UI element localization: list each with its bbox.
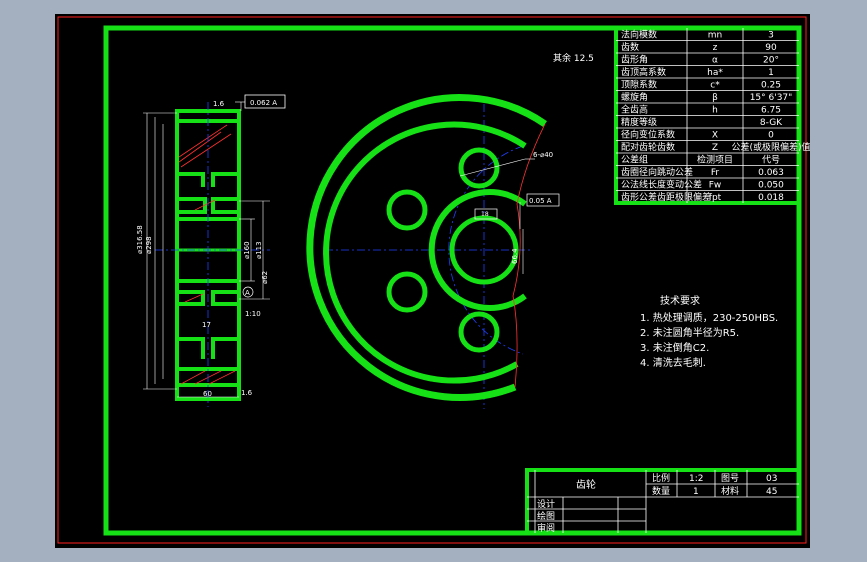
param-value: 15° 6'37"	[750, 93, 793, 103]
side-dim-top: 1.6	[213, 100, 225, 108]
side-dia-root: ⌀298	[145, 236, 153, 254]
param-name: 顶隙系数	[621, 79, 657, 91]
param-name: 精度等级	[621, 116, 657, 128]
param-value: 0	[768, 131, 774, 141]
side-dia-outer: ⌀316.58	[136, 225, 144, 254]
tech-item: 4. 清洗去毛刺.	[640, 356, 706, 369]
param-name: 公差组	[621, 154, 648, 166]
param-name: 公法线长度变动公差	[621, 179, 702, 191]
param-value: 0.050	[758, 181, 784, 191]
gear-front-view: 6-⌀40 0.05 A 18 66.4	[306, 94, 560, 409]
reviewer-label: 审阅	[537, 522, 555, 534]
sheet-border	[57, 16, 807, 544]
gear-parameter-table: 法向模数 mn 3 齿数 z 90 齿形角 α 20° 齿顶高系数 ha* 1 顶隙系数 c* 0.25 螺旋…	[614, 26, 810, 205]
front-keyway-w: 18	[481, 211, 489, 218]
drawing-no-value: 03	[766, 474, 777, 484]
gear-side-view: 0.062 A 1.6 ⌀316.58 ⌀298 ⌀160 ⌀113 ⌀62 A…	[136, 94, 286, 407]
qty-label: 数量	[652, 485, 670, 497]
param-value: 90	[765, 43, 777, 53]
param-value: 6.75	[761, 106, 781, 116]
param-name: 齿形角	[621, 54, 648, 66]
param-value: 8-GK	[760, 118, 783, 128]
tech-title: 技术要求	[660, 294, 700, 307]
param-symbol: c*	[710, 81, 720, 91]
param-symbol: mn	[708, 31, 722, 41]
designer-label: 设计	[537, 498, 555, 510]
side-dim-17: 17	[202, 321, 211, 329]
param-symbol: Fr	[711, 168, 720, 178]
param-name: 螺旋角	[621, 91, 648, 103]
side-dia-113: ⌀113	[255, 241, 263, 259]
param-symbol: h	[712, 106, 718, 116]
side-dia-bore: ⌀62	[261, 271, 269, 284]
drawing-canvas[interactable]: 法向模数 mn 3 齿数 z 90 齿形角 α 20° 齿顶高系数 ha* 1 顶隙系数 c* 0.25 螺旋…	[55, 14, 810, 548]
tech-item: 3. 未注倒角C2.	[640, 341, 709, 354]
part-name: 齿轮	[576, 478, 596, 491]
param-value: 3	[768, 31, 774, 41]
param-symbol: α	[712, 56, 718, 66]
param-value: 0.25	[761, 81, 781, 91]
title-block: 齿轮 比例 1:2 图号 03 数量 1 材料 45 设计 绘图 审阅	[525, 468, 801, 535]
param-name: 法向模数	[621, 29, 657, 41]
cad-viewport[interactable]: 法向模数 mn 3 齿数 z 90 齿形角 α 20° 齿顶高系数 ha* 1 顶隙系数 c* 0.25 螺旋…	[55, 14, 810, 548]
param-name: 齿顶高系数	[621, 66, 666, 78]
param-symbol: X	[712, 131, 718, 141]
param-name: 齿数	[621, 41, 639, 53]
param-value: 0.063	[758, 168, 784, 178]
material-value: 45	[766, 487, 777, 497]
tech-item: 1. 热处理调质，230-250HBS.	[640, 311, 778, 324]
tech-requirements: 技术要求 1. 热处理调质，230-250HBS. 2. 未注圆角半径为R5. …	[640, 294, 778, 369]
param-symbol: Fw	[709, 181, 722, 191]
roughness-note: 其余 12.5	[553, 52, 594, 64]
param-symbol: z	[713, 43, 718, 53]
drawing-frame	[103, 25, 802, 536]
param-symbol: β	[712, 93, 718, 103]
front-tol-box: 0.05 A	[529, 197, 552, 205]
param-name: 齿形公差齿距极限偏差	[621, 191, 711, 203]
param-value: 0.018	[758, 193, 784, 203]
drawer-label: 绘图	[537, 510, 555, 522]
front-keyway-d: 66.4	[511, 248, 519, 264]
param-name: 全齿高	[621, 104, 648, 116]
side-tol-box: 0.062 A	[250, 99, 277, 107]
param-name: 配对齿轮齿数	[621, 141, 675, 153]
param-value: 代号	[762, 155, 780, 166]
tech-item: 2. 未注圆角半径为R5.	[640, 326, 739, 339]
param-symbol: 检测项目	[697, 154, 733, 166]
scale-value: 1:2	[689, 474, 703, 484]
param-name: 径向变位系数	[621, 129, 675, 141]
param-name: 齿圈径向跳动公差	[621, 166, 693, 178]
param-symbol: ha*	[707, 68, 723, 78]
param-value: 20°	[763, 56, 779, 66]
scale-label: 比例	[652, 472, 670, 484]
param-symbol: fpt	[709, 193, 722, 203]
drawing-no-label: 图号	[721, 473, 739, 484]
front-holes-dim: 6-⌀40	[533, 151, 553, 159]
side-width-60: 60	[203, 390, 212, 398]
param-symbol: Z	[712, 143, 718, 153]
param-value: 公差(或极限偏差)值	[731, 141, 810, 153]
side-dim-bottom: 1.6	[241, 389, 253, 397]
qty-value: 1	[693, 487, 699, 497]
side-dim-110: 1:10	[245, 310, 261, 318]
side-dia-hub: ⌀160	[243, 241, 251, 259]
material-label: 材料	[721, 485, 739, 497]
param-value: 1	[768, 68, 774, 78]
side-datum-a: A	[245, 289, 250, 297]
